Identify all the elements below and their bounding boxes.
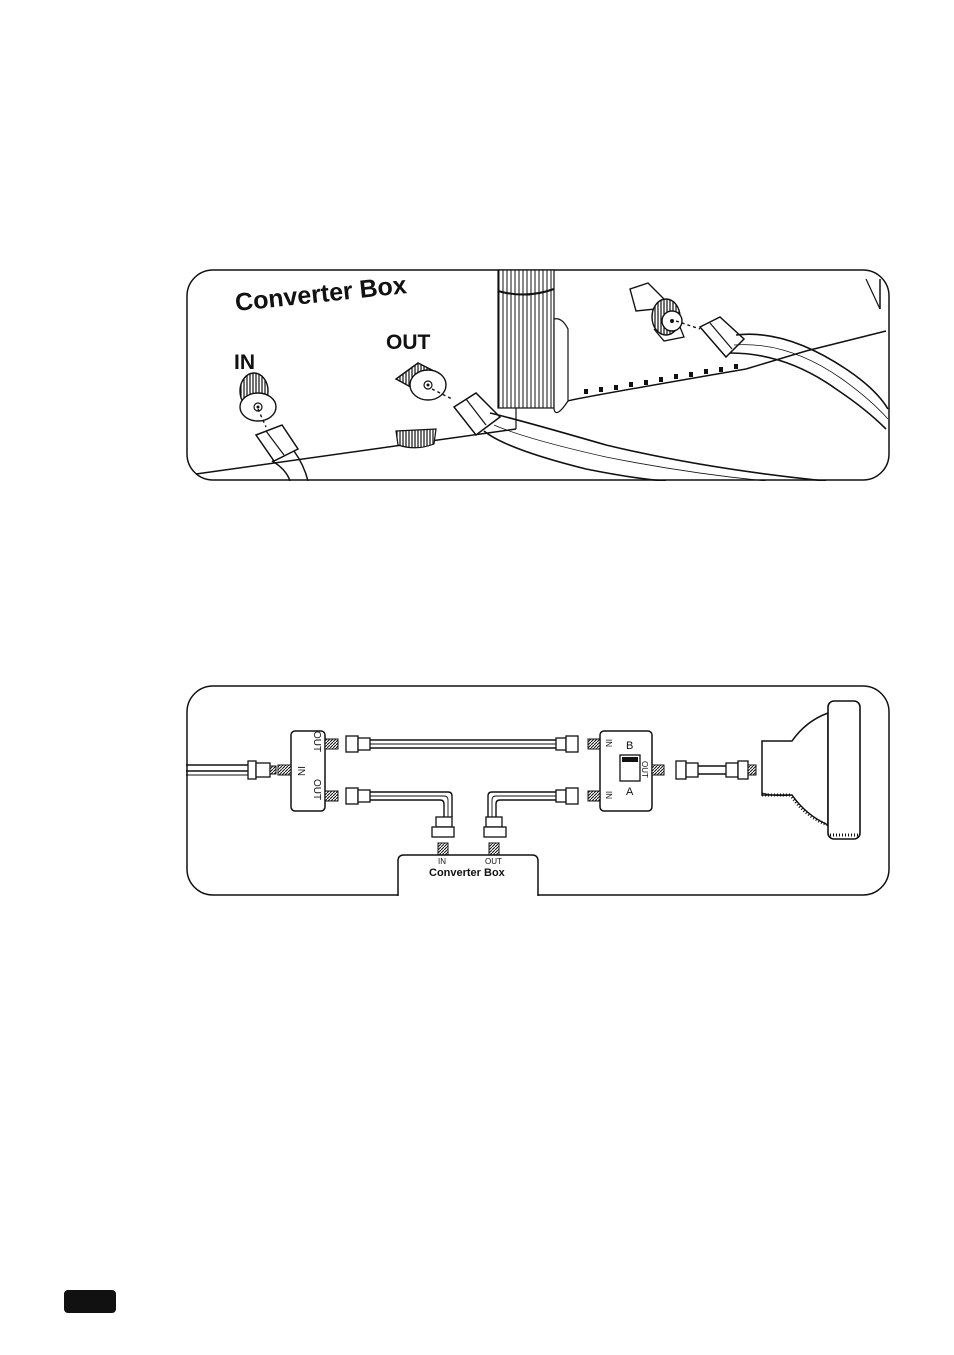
incoming-antenna-cable [186,760,277,780]
switch-label-out: OUT [640,761,649,778]
converter-box: IN OUT Converter Box [397,854,539,896]
port-label-out: OUT [386,331,431,354]
tv-antenna-jack [629,282,701,342]
converter-box-connection-illustration: Converter Box IN OUT [186,269,890,481]
switch-label-in-bottom: IN [604,791,613,799]
tv-rear-panel [567,278,887,402]
box-bottom-edge [195,428,517,475]
switch-label-a: A [626,786,634,798]
converter-box-label: Converter Box [429,867,506,879]
in-port-connector [239,372,277,422]
converter-port-in: IN [438,857,446,866]
television-set [761,700,861,840]
out-cable-plug [431,388,827,481]
in-cable-plug [254,408,309,481]
switch-label-in-top: IN [604,739,613,747]
page-number-tab [64,1290,116,1313]
out-port-connector [394,362,447,449]
switch-label-b: B [626,740,633,752]
port-label-in: IN [234,351,255,374]
converter-port-out: OUT [485,857,502,866]
two-way-splitter: OUT IN OUT [277,730,339,812]
switch-to-tv-cable [675,760,757,780]
splitter-label-in: IN [295,766,306,776]
splitter-to-switch-cable [345,735,579,753]
ab-switch-wiring-diagram: OUT IN OUT [186,685,890,896]
splitter-label-out-top: OUT [311,731,322,752]
splitter-label-out-bottom: OUT [311,779,322,800]
ab-switch: B A IN IN OUT [587,730,665,812]
converter-to-switch-cable [483,787,579,856]
tv-cable-plug [698,316,889,430]
